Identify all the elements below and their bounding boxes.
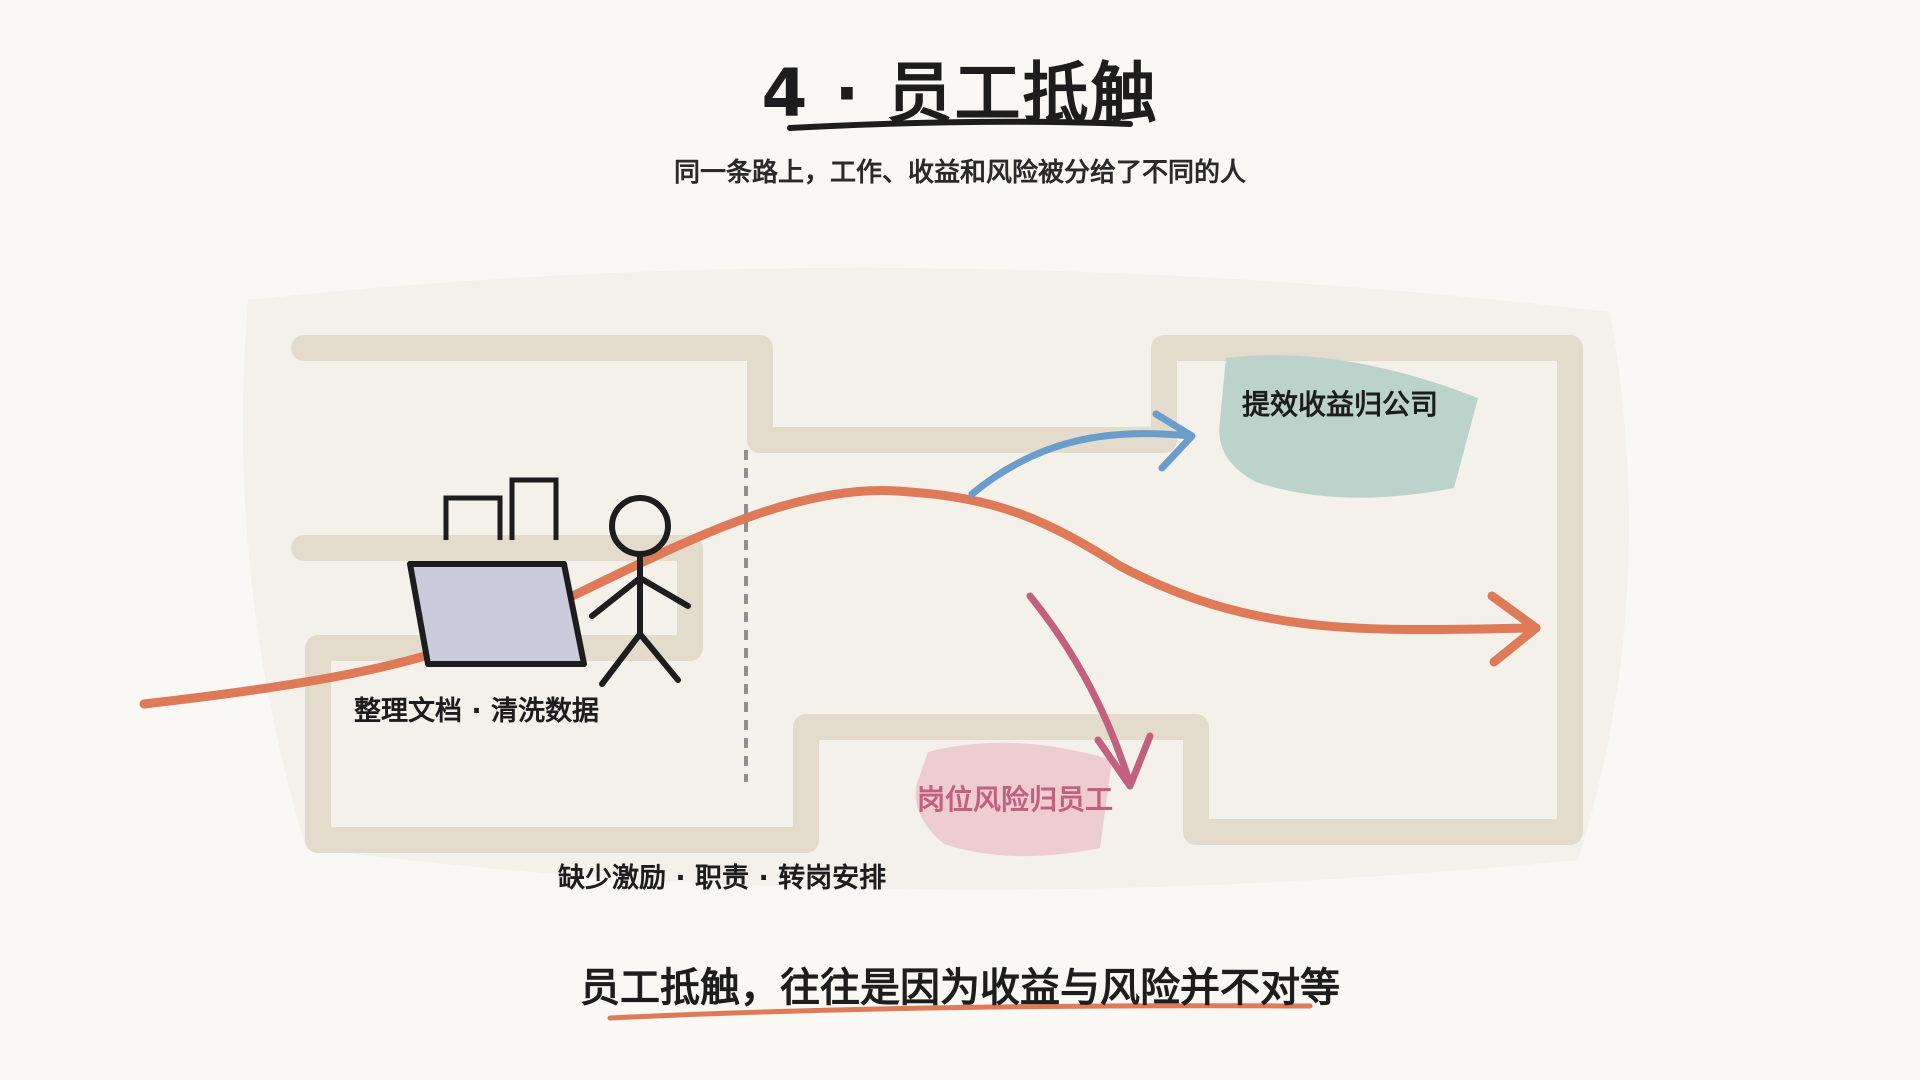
company-gain-blob <box>1219 355 1478 498</box>
gain-arrowhead <box>1152 410 1196 472</box>
laptop-icon <box>407 561 587 667</box>
company-gain-label: 提效收益归公司 <box>1242 388 1439 421</box>
stick-figure-icon <box>589 495 691 687</box>
page-subtitle: 同一条路上，工作、收益和风险被分给了不同的人 <box>673 158 1246 188</box>
risk-arrowhead <box>1094 732 1154 790</box>
title-underline <box>787 118 1133 131</box>
employee-risk-blob <box>915 742 1112 857</box>
risk-arrow <box>1026 592 1134 788</box>
page-title: 4 · 员工抵触 <box>761 55 1159 132</box>
conclusion-underline <box>607 1003 1313 1021</box>
main-path-arrowhead <box>1487 591 1541 667</box>
document-stack-icon <box>443 477 559 540</box>
conclusion-text: 员工抵触，往往是因为收益与风险并不对等 <box>580 965 1340 1011</box>
work-label: 整理文档 · 清洗数据 <box>354 696 600 727</box>
employee-risk-label: 岗位风险归员工 <box>917 783 1114 816</box>
main-path <box>139 486 1541 709</box>
causes-label: 缺少激励 · 职责 · 转岗安排 <box>558 863 887 894</box>
gain-arrow <box>968 430 1194 498</box>
